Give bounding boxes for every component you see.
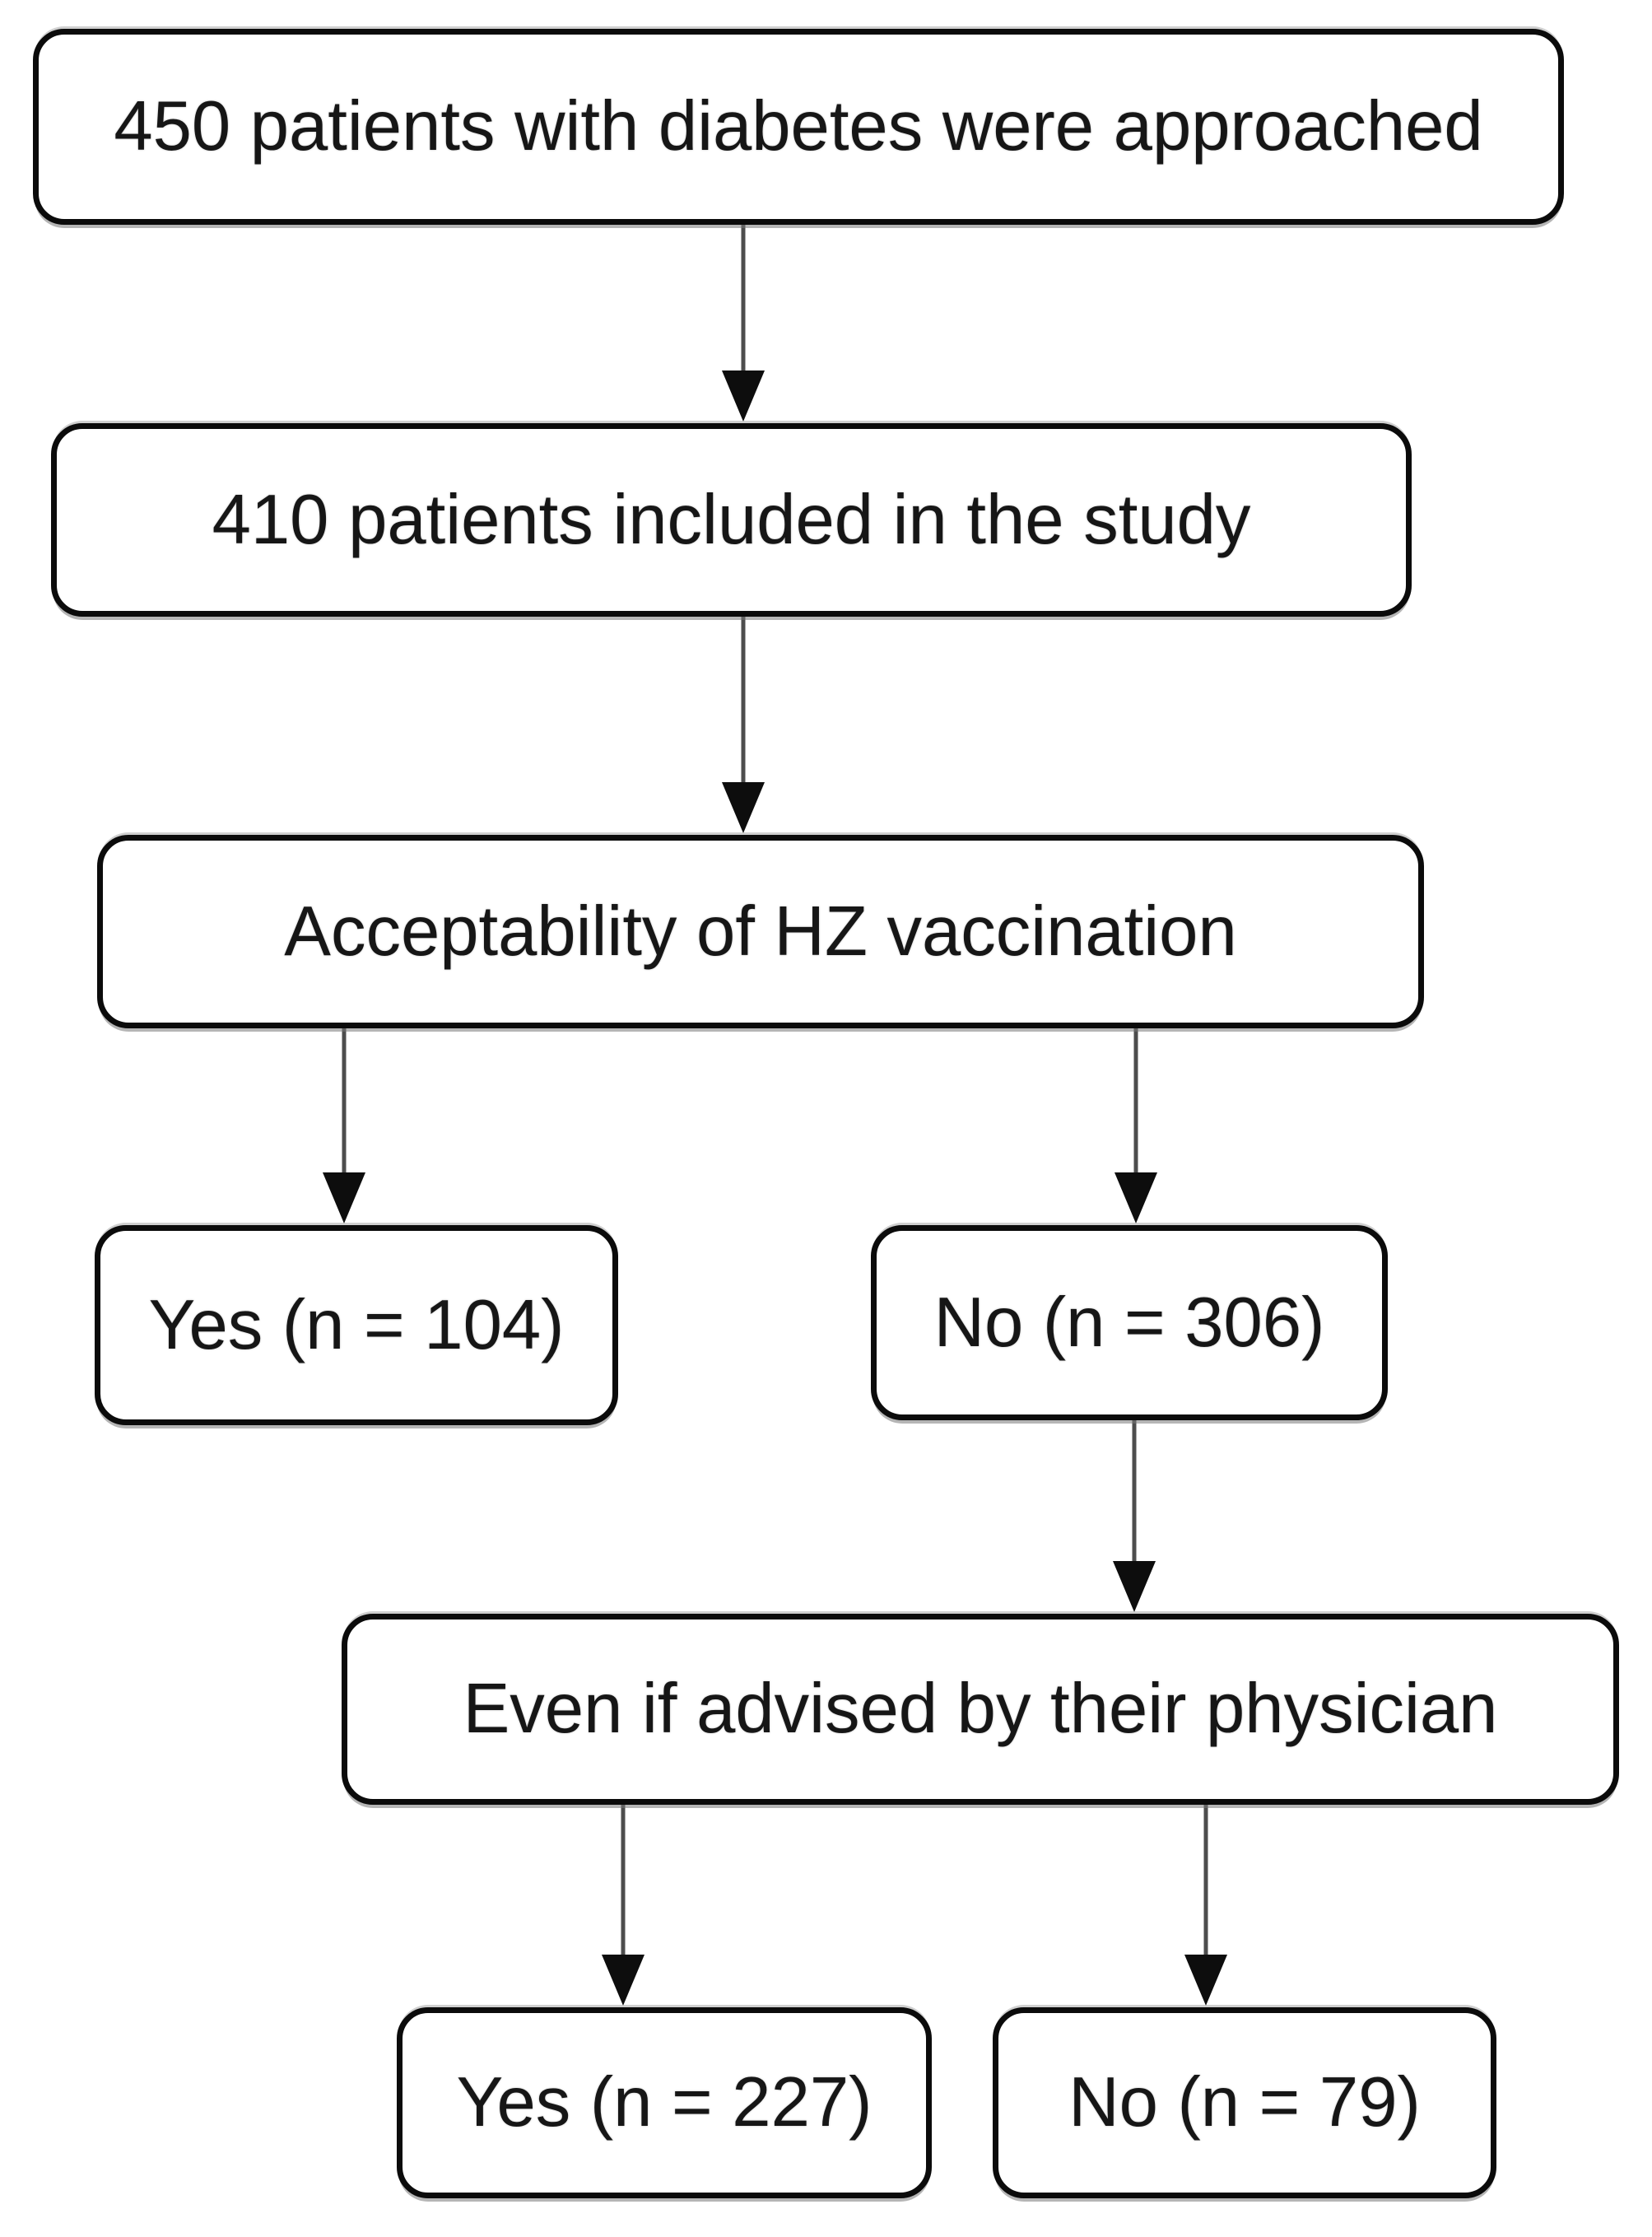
node-advised-no: No (n = 79)	[993, 2007, 1496, 2198]
node-included-label: 410 patients included in the study	[212, 480, 1251, 559]
edge-no-even-if-advised	[1113, 1420, 1156, 1612]
edge-acceptability-no-arrowhead-icon	[1115, 1172, 1157, 1223]
node-accept-yes: Yes (n = 104)	[95, 1225, 618, 1425]
node-approached: 450 patients with diabetes were approach…	[33, 29, 1564, 225]
node-accept-no: No (n = 306)	[871, 1225, 1388, 1420]
node-even-if-advised-label: Even if advised by their physician	[463, 1670, 1498, 1749]
edge-included-acceptability	[722, 617, 765, 833]
node-accept-yes-label: Yes (n = 104)	[148, 1285, 565, 1364]
edge-included-acceptability-arrowhead-icon	[722, 782, 765, 833]
edge-acceptability-yes	[323, 1028, 365, 1223]
node-included: 410 patients included in the study	[51, 423, 1412, 617]
edge-advised-no-arrowhead-icon	[1184, 1955, 1227, 2006]
edge-advised-no	[1184, 1805, 1227, 2006]
node-advised-no-label: No (n = 79)	[1068, 2063, 1421, 2142]
edge-no-even-if-advised-arrowhead-icon	[1113, 1561, 1156, 1612]
node-advised-yes-label: Yes (n = 227)	[456, 2063, 873, 2142]
node-acceptability: Acceptability of HZ vaccination	[97, 835, 1424, 1028]
node-acceptability-label: Acceptability of HZ vaccination	[284, 892, 1237, 971]
edge-advised-yes-arrowhead-icon	[602, 1955, 645, 2006]
node-advised-yes: Yes (n = 227)	[397, 2007, 932, 2198]
edge-advised-yes	[602, 1805, 645, 2006]
edge-approached-included	[722, 225, 765, 422]
edge-approached-included-arrowhead-icon	[722, 371, 765, 422]
node-accept-no-label: No (n = 306)	[933, 1283, 1325, 1362]
edge-acceptability-yes-arrowhead-icon	[323, 1172, 365, 1223]
edge-acceptability-no	[1115, 1028, 1157, 1223]
node-approached-label: 450 patients with diabetes were approach…	[114, 87, 1483, 166]
node-even-if-advised: Even if advised by their physician	[342, 1614, 1619, 1805]
